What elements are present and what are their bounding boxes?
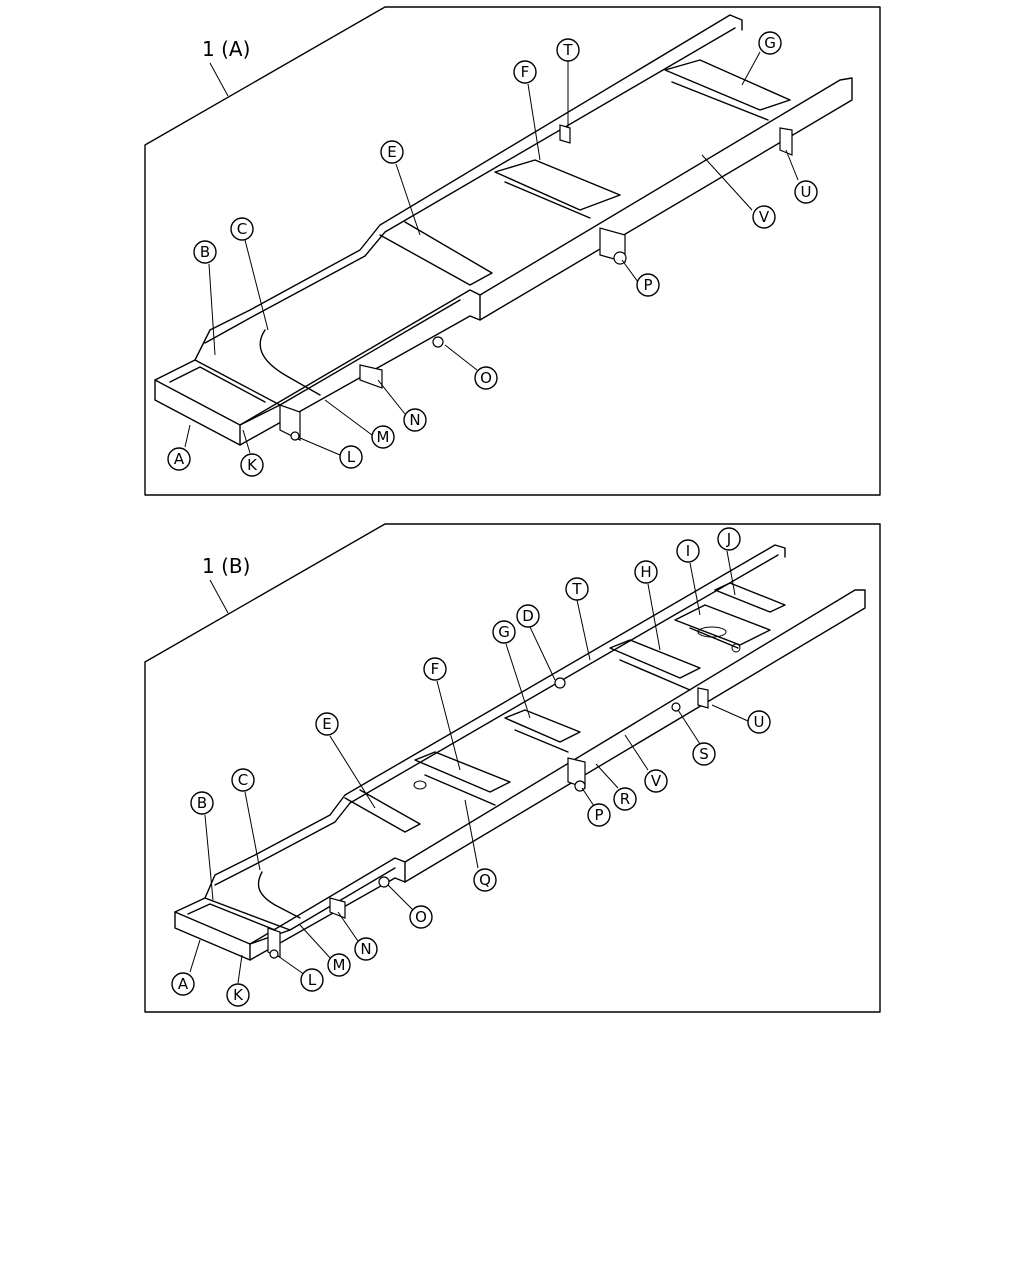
svg-text:O: O — [415, 908, 427, 926]
panel-b-title: 1 (B) — [202, 554, 250, 578]
panel-a-title-leader — [209, 62, 229, 97]
callout-b-A: A — [171, 972, 195, 996]
svg-text:G: G — [764, 34, 776, 52]
frame-chassis-a — [154, 14, 853, 446]
svg-text:A: A — [174, 450, 185, 468]
svg-text:V: V — [759, 208, 770, 226]
callout-b-D: D — [516, 604, 540, 628]
callout-a-N: N — [403, 408, 427, 432]
svg-text:M: M — [333, 956, 346, 974]
svg-text:N: N — [409, 411, 420, 429]
svg-text:E: E — [322, 715, 331, 733]
callout-b-S: S — [692, 742, 716, 766]
callout-a-A: A — [167, 447, 191, 471]
callout-b-E: E — [315, 712, 339, 736]
svg-text:O: O — [480, 369, 492, 387]
svg-text:P: P — [594, 806, 603, 824]
panel-b: 1 (B) — [144, 523, 881, 1013]
svg-text:R: R — [620, 790, 630, 808]
svg-text:U: U — [754, 713, 765, 731]
callout-a-O: O — [474, 366, 498, 390]
svg-text:F: F — [431, 660, 440, 678]
callout-a-M: M — [371, 425, 395, 449]
callout-b-C: C — [231, 768, 255, 792]
svg-text:E: E — [387, 143, 396, 161]
panel-b-frame — [144, 523, 881, 1013]
callout-a-G: G — [758, 31, 782, 55]
svg-text:S: S — [699, 745, 709, 763]
svg-text:K: K — [247, 456, 258, 474]
callout-b-H: H — [634, 560, 658, 584]
callout-b-L: L — [300, 968, 324, 992]
callout-a-V: V — [752, 205, 776, 229]
panel-a: 1 (A) — [144, 6, 881, 496]
callout-b-G: G — [492, 620, 516, 644]
callout-a-B: B — [193, 240, 217, 264]
callout-b-J: J — [717, 527, 741, 551]
svg-text:L: L — [308, 971, 317, 989]
callout-a-E: E — [380, 140, 404, 164]
svg-text:N: N — [360, 940, 371, 958]
callout-b-P: P — [587, 803, 611, 827]
panel-a-title: 1 (A) — [202, 37, 250, 61]
svg-text:B: B — [197, 794, 207, 812]
callout-a-U: U — [794, 180, 818, 204]
svg-text:Q: Q — [479, 871, 491, 889]
callout-a-F: F — [513, 60, 537, 84]
panel-a-frame — [144, 6, 881, 496]
svg-text:U: U — [801, 183, 812, 201]
callout-a-T: T — [556, 38, 580, 62]
leaders-a — [184, 51, 799, 456]
svg-text:V: V — [651, 772, 662, 790]
callout-b-R: R — [613, 787, 637, 811]
callout-b-M: M — [327, 953, 351, 977]
callout-b-T: T — [565, 577, 589, 601]
callout-a-K: K — [240, 453, 264, 477]
frame-chassis-b — [174, 544, 866, 961]
svg-text:P: P — [643, 276, 652, 294]
leaders-b — [189, 550, 749, 984]
svg-text:H: H — [640, 563, 651, 581]
callout-b-Q: Q — [473, 868, 497, 892]
callout-b-N: N — [354, 937, 378, 961]
callout-b-B: B — [190, 791, 214, 815]
svg-text:A: A — [178, 975, 189, 993]
svg-text:J: J — [726, 530, 731, 548]
callout-b-O: O — [409, 905, 433, 929]
callout-b-K: K — [226, 983, 250, 1007]
svg-text:B: B — [200, 243, 210, 261]
callout-b-I: I — [676, 539, 700, 563]
callout-a-P: P — [636, 273, 660, 297]
svg-text:D: D — [522, 607, 534, 625]
svg-text:G: G — [498, 623, 510, 641]
svg-text:I: I — [686, 542, 690, 560]
callout-b-F: F — [423, 657, 447, 681]
callout-a-C: C — [230, 217, 254, 241]
svg-text:L: L — [347, 448, 356, 466]
panel-b-title-leader — [209, 579, 229, 614]
svg-text:T: T — [571, 580, 582, 598]
svg-text:K: K — [233, 986, 244, 1004]
callout-b-V: V — [644, 769, 668, 793]
svg-text:F: F — [521, 63, 530, 81]
svg-text:T: T — [562, 41, 573, 59]
svg-text:C: C — [237, 220, 247, 238]
svg-text:C: C — [238, 771, 248, 789]
svg-text:M: M — [377, 428, 390, 446]
callout-a-L: L — [339, 445, 363, 469]
callout-b-U: U — [747, 710, 771, 734]
